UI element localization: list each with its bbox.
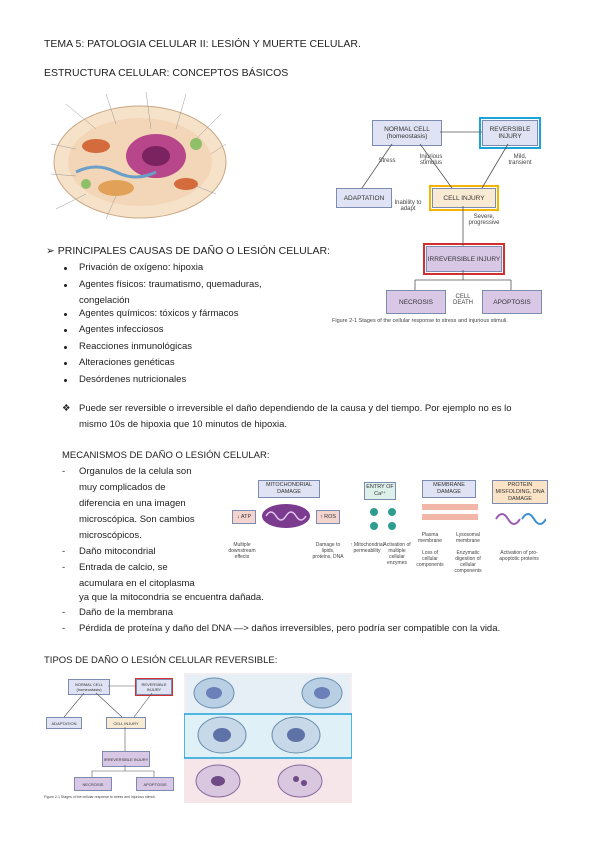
bullet-icon [64,313,67,316]
mechanism-line: muy complicados de [79,482,166,493]
reversible-heading: TIPOS DE DAÑO O LESIÓN CELULAR REVERSIBL… [44,655,278,666]
enzymatic-digestion-label: Enzymatic digestion of cellular componen… [454,550,482,574]
mechanism-line: diferencia en una imagen [79,498,186,509]
cause-item: Alteraciones genéticas [79,357,175,368]
atp-box: ↓ ATP [232,510,256,524]
calcium-ions-icon [370,508,396,530]
calcium-entry-box: ENTRY OF Ca²⁺ [364,482,396,500]
mitochondrion-icon [262,504,310,528]
mechanism-line: Pérdida de proteína y daño del DNA —> da… [79,623,501,634]
lysosomal-membrane-label: Lysosomal membrane [456,532,480,544]
stages-caption-small: Figure 2-1 Stages of the cellular respon… [44,795,156,799]
cell-injury-box-small: CELL INJURY [106,717,146,729]
stages-diagram: NORMAL CELL (homeostasis) REVERSIBLE INJ… [332,108,552,333]
mechanisms-heading: MECANISMOS DE DAÑO O LESIÓN CELULAR: [62,450,270,461]
mechanism-line: Entrada de calcio, se [79,562,168,573]
irreversible-injury-box: IRREVERSIBLE INJURY [423,243,505,275]
cause-item: congelación [79,295,130,306]
dash-icon: - [62,623,66,634]
cell-death-label: CELL DEATH [453,294,473,306]
necrosis-box: NECROSIS [386,290,446,314]
membrane-icon [422,504,478,520]
enzyme-activation-label: Activation of multiple cellular enzymes [383,542,411,566]
reversible-injury-illustration [184,673,352,803]
necrosis-box-small: NECROSIS [74,777,112,791]
apoptosis-box-small: APOPTOSIS [136,777,174,791]
inability-label: Inability to adapt [394,200,422,212]
mechanism-line: ya que la mitocondria se encuentra dañad… [79,592,264,603]
stress-label: Stress [378,158,396,164]
stages-caption: Figure 2-1 Stages of the cellular respon… [332,318,508,324]
reversible-injury-box-small: REVERSIBLE INJURY [135,678,173,696]
stages-arrows-small [63,685,155,777]
severe-label: Severe, progressive [468,214,500,226]
reversibility-note-line2: mismo 10s de hipoxia que 10 minutos de h… [79,419,288,430]
arrow-bullet-icon: ➢ [46,245,55,257]
mild-label: Mild, transient [508,154,532,166]
protein-dna-box: PROTEIN MISFOLDING, DNA DAMAGE [492,480,548,504]
mechanism-line: microscópica. Son cambios [79,514,195,525]
loss-components-label: Loss of cellular components [416,550,444,568]
mito-effect-label: Multiple downstream effects [228,542,256,560]
plasma-membrane-label: Plasma membrane [418,532,442,544]
cause-item: Desórdenes nutricionales [79,374,187,385]
bullet-icon [64,284,67,287]
stages-arrows [361,131,512,290]
dash-icon: - [62,546,66,557]
normal-cell-box: NORMAL CELL (homeostasis) [372,120,442,146]
cause-item: Privación de oxígeno: hipoxia [79,262,204,273]
injurious-label: Injurious stimulus [419,154,443,166]
mito-permeability-label: ↑ Mitochondrial permeability [350,542,384,554]
causes-heading: ➢ PRINCIPALES CAUSAS DE DAÑO O LESIÓN CE… [46,245,331,257]
normal-cell-box-small: NORMAL CELL (homeostasis) [68,679,110,695]
dash-icon: - [62,562,66,573]
adaptation-box-small: ADAPTATION [46,717,82,729]
bullet-icon [64,379,67,382]
stages-diagram-small: NORMAL CELL (homeostasis) REVERSIBLE INJ… [44,673,174,805]
cause-item: Agentes químicos: tóxicos y fármacos [79,308,239,319]
membrane-damage-box: MEMBRANE DAMAGE [422,480,476,498]
mechanisms-figure: MITOCHONDRIAL DAMAGE ↓ ATP ↑ ROS Multipl… [226,476,552,584]
mechanism-line: Daño de la membrana [79,607,173,618]
cause-item: Agentes físicos: traumatismo, quemaduras… [79,279,262,290]
reversibility-note-line1: Puede ser reversible o irreversible el d… [79,403,512,414]
mechanism-line: microscópicos. [79,530,142,541]
ros-effect-label: Damage to lipids, proteins, DNA [312,542,344,560]
cause-item: Reacciones inmunológicas [79,341,193,352]
section-title-structure: ESTRUCTURA CELULAR: CONCEPTOS BÁSICOS [44,67,289,79]
cell-injury-box: CELL INJURY [429,185,499,211]
mito-damage-box: MITOCHONDRIAL DAMAGE [258,480,320,498]
dash-icon: - [62,466,66,477]
cell-structure-illustration [50,91,227,220]
bullet-icon [64,362,67,365]
mechanism-line: Organulos de la celula son [79,466,192,477]
pro-apoptotic-label: Activation of pro-apoptotic proteins [499,550,539,562]
note-diamond-icon: ❖ [62,403,71,414]
mechanism-line: acumulara en el citoplasma [79,578,195,589]
page-title: TEMA 5: PATOLOGIA CELULAR II: LESIÓN Y M… [44,38,361,50]
bullet-icon [64,346,67,349]
bullet-icon [64,267,67,270]
irreversible-box-small: IRREVERSIBLE INJURY [102,751,150,767]
cause-item: Agentes infecciosos [79,324,164,335]
reversible-injury-box: REVERSIBLE INJURY [479,117,541,149]
dna-protein-icon [495,513,546,525]
bullet-icon [64,329,67,332]
adaptation-box: ADAPTATION [336,188,392,208]
dash-icon: - [62,607,66,618]
apoptosis-box: APOPTOSIS [482,290,542,314]
mechanism-line: Daño mitocondrial [79,546,156,557]
ros-box: ↑ ROS [316,510,340,524]
